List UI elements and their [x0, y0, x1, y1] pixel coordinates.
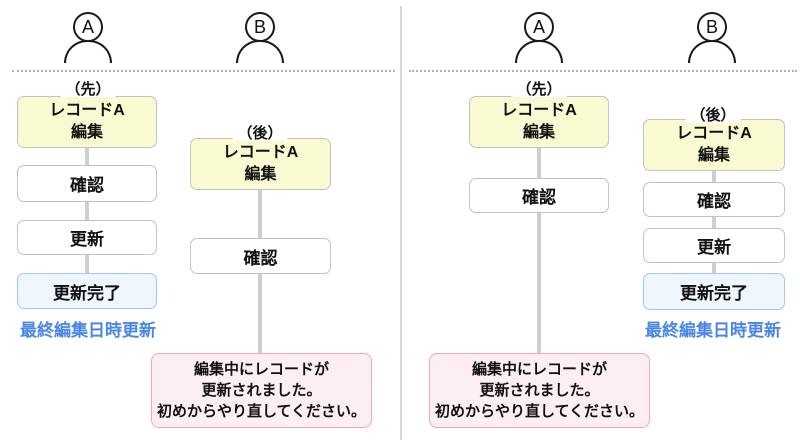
actor-b-label: B: [705, 17, 718, 37]
confirm-step-box: 確認: [469, 178, 609, 213]
person-body-icon: [236, 40, 284, 63]
flow-connector: [537, 148, 541, 178]
order-label-later: （後）: [685, 108, 741, 123]
flow-connector: [85, 255, 89, 273]
panel-divider: [400, 6, 402, 440]
order-label-first: （先）: [60, 82, 116, 97]
confirm-step-box: 確認: [190, 238, 331, 274]
record-edit-box: レコードA 編集: [643, 119, 785, 171]
update-step-box: 更新: [643, 228, 785, 263]
flow-connector: [712, 171, 716, 182]
flow-connector: [537, 213, 541, 353]
flow-connector: [258, 274, 262, 353]
timeline-start-dotted-line: [12, 70, 395, 72]
actor-b-label: B: [253, 17, 266, 37]
person-head-icon: B: [245, 12, 275, 42]
person-head-icon: B: [697, 12, 727, 42]
flow-connector: [85, 202, 89, 220]
order-label-later: （後）: [232, 126, 288, 141]
timeline-start-dotted-line: [409, 70, 797, 72]
confirm-step-box: 確認: [643, 182, 785, 217]
conflict-error-box: 編集中にレコードが 更新されました。 初めからやり直してください。: [151, 353, 372, 428]
flow-connector: [712, 263, 716, 273]
actor-a-label: A: [81, 17, 94, 37]
order-label-first: （先）: [511, 82, 567, 97]
last-edit-time-label: 最終編集日時更新: [645, 321, 781, 340]
actor-a-label: A: [532, 17, 545, 37]
record-edit-box: レコードA 編集: [469, 96, 609, 148]
flow-connector: [258, 190, 262, 238]
person-b-icon: B: [688, 12, 736, 63]
person-a-icon: A: [515, 12, 563, 63]
person-a-icon: A: [64, 12, 112, 63]
person-body-icon: [688, 40, 736, 63]
conflict-error-box: 編集中にレコードが 更新されました。 初めからやり直してください。: [429, 353, 650, 428]
update-done-box: 更新完了: [17, 273, 157, 309]
person-head-icon: A: [524, 12, 554, 42]
person-body-icon: [64, 40, 112, 63]
person-body-icon: [515, 40, 563, 63]
record-edit-box: レコードA 編集: [190, 138, 331, 190]
update-step-box: 更新: [17, 220, 157, 255]
flow-connector: [85, 148, 89, 165]
flow-connector: [712, 217, 716, 228]
confirm-step-box: 確認: [17, 165, 157, 202]
record-edit-box: レコードA 編集: [17, 96, 157, 148]
person-b-icon: B: [236, 12, 284, 63]
person-head-icon: A: [73, 12, 103, 42]
last-edit-time-label: 最終編集日時更新: [20, 321, 156, 340]
update-done-box: 更新完了: [643, 273, 785, 310]
